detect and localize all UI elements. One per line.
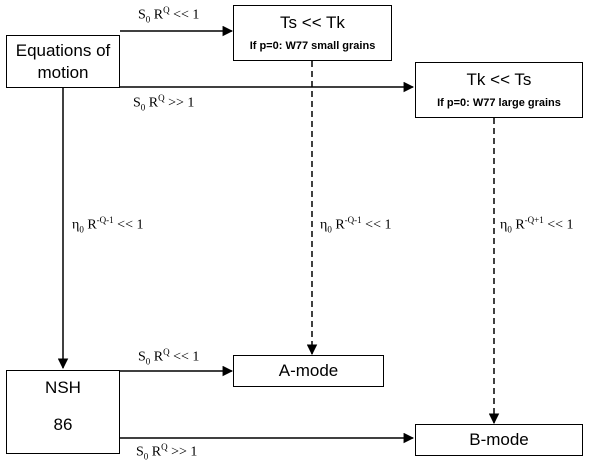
tk-lt-ts-box: Tk << Ts If p=0: W77 large grains — [415, 62, 583, 118]
label-top-small: S0 RQ << 1 — [138, 5, 200, 25]
ts-lt-tk-box: Ts << Tk If p=0: W77 small grains — [233, 5, 392, 61]
ts-lt-tk-title: Ts << Tk — [280, 13, 345, 32]
tk-lt-ts-title: Tk << Ts — [466, 70, 532, 89]
label-eta-mid: η0 R-Q-1 << 1 — [320, 215, 392, 235]
label-eta-left: η0 R-Q-1 << 1 — [72, 215, 144, 235]
label-bot-large: S0 RQ >> 1 — [136, 442, 198, 462]
a-mode-text: A-mode — [278, 361, 339, 380]
nsh-year: 86 — [53, 415, 73, 434]
tk-lt-ts-note: If p=0: W77 large grains — [437, 97, 561, 109]
a-mode-box: A-mode — [233, 355, 384, 387]
label-top-large: S0 RQ >> 1 — [133, 93, 195, 113]
nsh-name: NSH — [45, 378, 81, 397]
nsh-box: NSH 86 — [6, 370, 120, 454]
b-mode-box: B-mode — [415, 424, 583, 456]
label-bot-small: S0 RQ << 1 — [138, 347, 200, 367]
equations-of-motion-text: Equations of motion — [15, 41, 111, 82]
ts-lt-tk-note: If p=0: W77 small grains — [249, 40, 376, 52]
label-eta-right: η0 R-Q+1 << 1 — [500, 215, 574, 235]
b-mode-text: B-mode — [469, 430, 529, 449]
equations-of-motion-box: Equations of motion — [6, 35, 120, 88]
